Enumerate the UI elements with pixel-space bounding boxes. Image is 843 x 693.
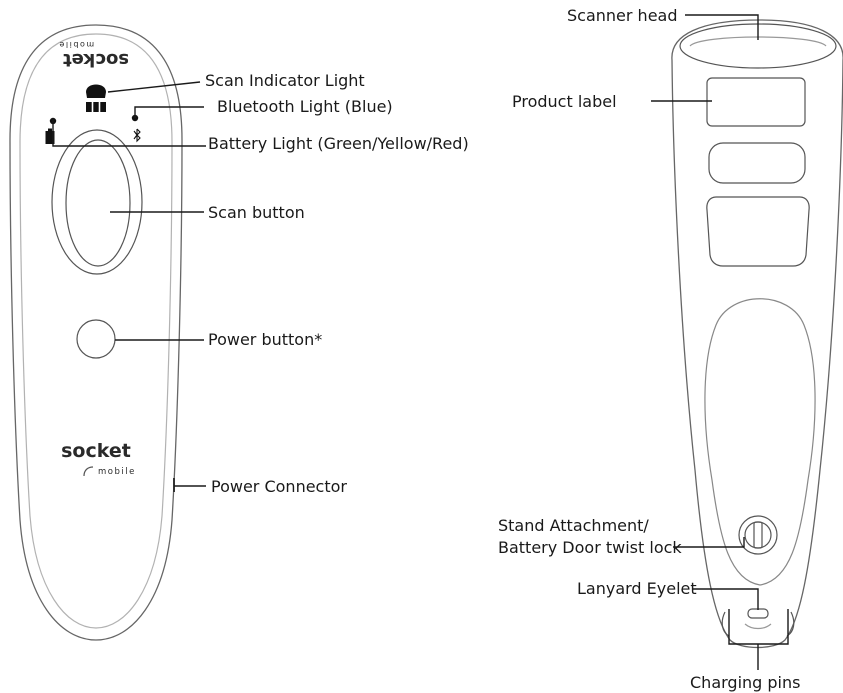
- front-leader-lines: [52, 81, 206, 487]
- back-leader-lines: [651, 14, 789, 670]
- product-label: [706, 77, 806, 127]
- label-power-connector: Power Connector: [211, 477, 347, 496]
- scan-button-bezel: [51, 129, 143, 275]
- brand-logo-bottom: socket mobile: [61, 440, 136, 477]
- label-charging-pins: Charging pins: [690, 673, 800, 692]
- battery-icon: [45, 128, 55, 144]
- grip-pad-1: [708, 142, 806, 184]
- power-button[interactable]: [76, 319, 116, 359]
- grip-pad-2: [706, 196, 810, 267]
- label-scan-indicator-light: Scan Indicator Light: [205, 71, 365, 90]
- label-battery-light: Battery Light (Green/Yellow/Red): [208, 134, 469, 153]
- label-lanyard-eyelet: Lanyard Eyelet: [577, 579, 697, 598]
- front-face-outline: [19, 33, 173, 629]
- front-scanner-body: [9, 24, 183, 641]
- brand-bottom-word: socket: [61, 440, 131, 462]
- brand-top-word: socket: [63, 49, 129, 70]
- back-scanner-body: [671, 19, 843, 649]
- bluetooth-icon: [133, 128, 141, 143]
- twist-lock[interactable]: [738, 515, 778, 555]
- label-stand-attachment-1: Stand Attachment/: [498, 516, 649, 535]
- back-scanner: [671, 19, 843, 649]
- back-callout-labels: Scanner head Product label Stand Attachm…: [498, 6, 800, 692]
- brand-bottom-sub: mobile: [98, 467, 136, 477]
- brand-top-sub: mobile: [58, 40, 94, 49]
- battery-door-outline: [704, 298, 816, 586]
- label-scanner-head: Scanner head: [567, 6, 678, 25]
- label-product-label: Product label: [512, 92, 617, 111]
- eyelet-shape: [744, 623, 772, 630]
- brand-logo-top-flipped: socket mobile: [58, 40, 129, 70]
- label-scan-button: Scan button: [208, 203, 305, 222]
- charging-pin-left: [721, 611, 730, 637]
- scan-button[interactable]: [65, 139, 131, 267]
- label-power-button: Power button*: [208, 330, 322, 349]
- front-scanner: socket mobile socket mobile: [9, 24, 183, 641]
- twist-lock-slot: [753, 521, 763, 549]
- label-bluetooth-light: Bluetooth Light (Blue): [217, 97, 393, 116]
- label-stand-attachment-2: Battery Door twist lock: [498, 538, 682, 557]
- front-callout-labels: Scan Indicator Light Bluetooth Light (Bl…: [205, 71, 469, 496]
- scan-indicator-icon: [86, 84, 106, 112]
